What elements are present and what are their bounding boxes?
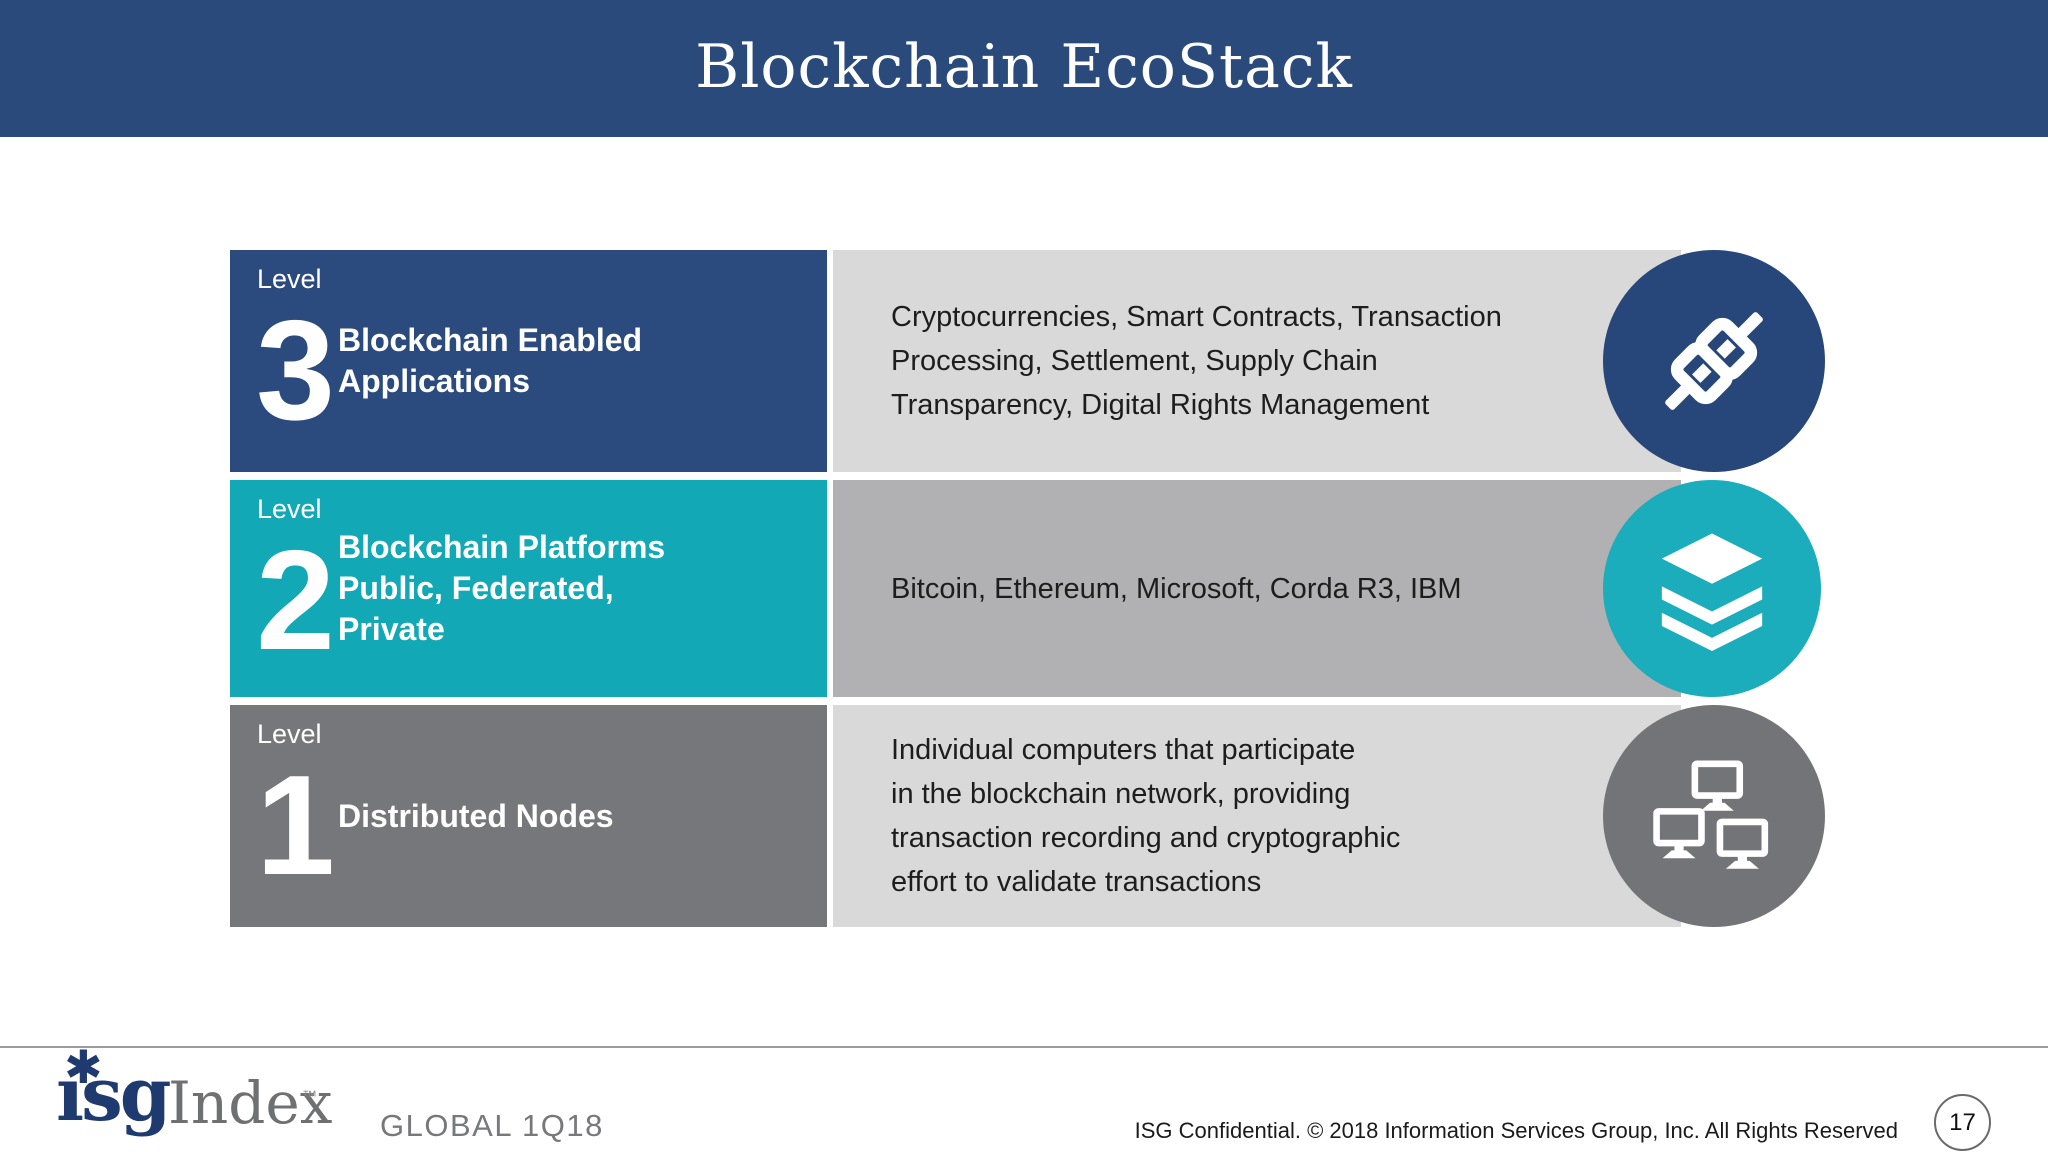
level-3-panel: Cryptocurrencies, Smart Contracts, Trans… xyxy=(833,250,1681,472)
level-1-title: Distributed Nodes xyxy=(338,797,614,834)
level-1-description: Individual computers that participate in… xyxy=(891,734,1401,898)
level-1-panel: Individual computers that participate in… xyxy=(833,705,1681,927)
level-2-band: Level 2 Blockchain Platforms Public, Fed… xyxy=(230,480,827,697)
isg-logo-text: ısg xyxy=(56,1052,172,1138)
level-3-row: Level 3 Blockchain Enabled Applications … xyxy=(0,250,2048,472)
level-3-title: Blockchain Enabled Applications xyxy=(338,322,643,399)
level-2-row: Level 2 Blockchain Platforms Public, Fed… xyxy=(0,480,2048,697)
level-2-panel: Bitcoin, Ethereum, Microsoft, Corda R3, … xyxy=(833,480,1681,697)
level-number: 2 xyxy=(256,521,335,680)
edition-label: GLOBAL 1Q18 xyxy=(380,1108,604,1143)
level-1-icon-circle xyxy=(1603,705,1825,927)
level-label: Level xyxy=(257,719,322,749)
page-number: 17 xyxy=(1949,1108,1976,1136)
level-2-icon-circle xyxy=(1603,480,1821,697)
level-2-description: Bitcoin, Ethereum, Microsoft, Corda R3, … xyxy=(891,572,1462,605)
level-1-row: Level 1 Distributed Nodes Individual com… xyxy=(0,705,2048,927)
level-3-description: Cryptocurrencies, Smart Contracts, Trans… xyxy=(891,301,1502,421)
level-1-band: Level 1 Distributed Nodes xyxy=(230,705,827,927)
trademark-symbol: ™ xyxy=(302,1088,317,1105)
confidentiality-notice: ISG Confidential. © 2018 Information Ser… xyxy=(1134,1118,1898,1143)
footer-divider xyxy=(0,1046,2048,1048)
level-number: 3 xyxy=(256,291,335,450)
page-number-badge: 17 xyxy=(1934,1094,1991,1151)
isg-asterisk-icon: ✱ xyxy=(64,1040,103,1094)
header-bar: Blockchain EcoStack xyxy=(0,0,2048,137)
level-3-band: Level 3 Blockchain Enabled Applications xyxy=(230,250,827,472)
index-logo-text: Index xyxy=(168,1069,333,1137)
level-number: 1 xyxy=(256,746,335,905)
level-3-icon-circle xyxy=(1603,250,1825,472)
chain-link-icon xyxy=(1665,312,1763,410)
slide-title: Blockchain EcoStack xyxy=(695,31,1353,102)
network-computers-icon xyxy=(1653,760,1769,869)
isg-index-logo: ✱ ısg Index ™ xyxy=(56,1040,386,1152)
layers-icon xyxy=(1661,533,1763,651)
level-label: Level xyxy=(257,494,322,524)
level-2-title: Blockchain Platforms Public, Federated, … xyxy=(338,529,666,647)
level-label: Level xyxy=(257,264,322,294)
